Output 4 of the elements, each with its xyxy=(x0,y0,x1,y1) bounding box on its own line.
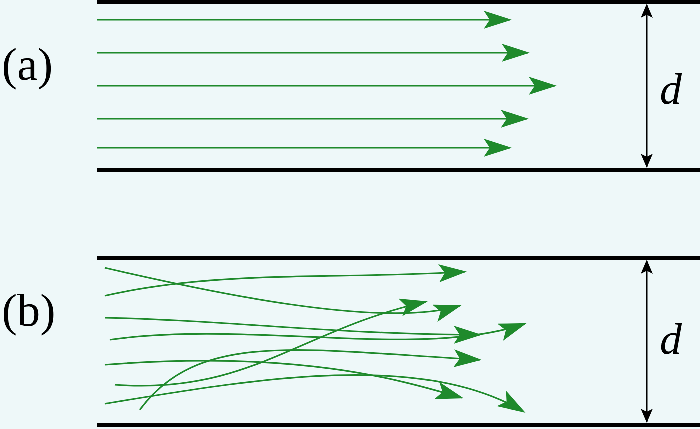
dimension-label: d xyxy=(660,318,682,362)
panel-label: (a) xyxy=(2,42,54,88)
panel-label: (b) xyxy=(2,288,56,334)
dimension-label: d xyxy=(660,68,682,112)
